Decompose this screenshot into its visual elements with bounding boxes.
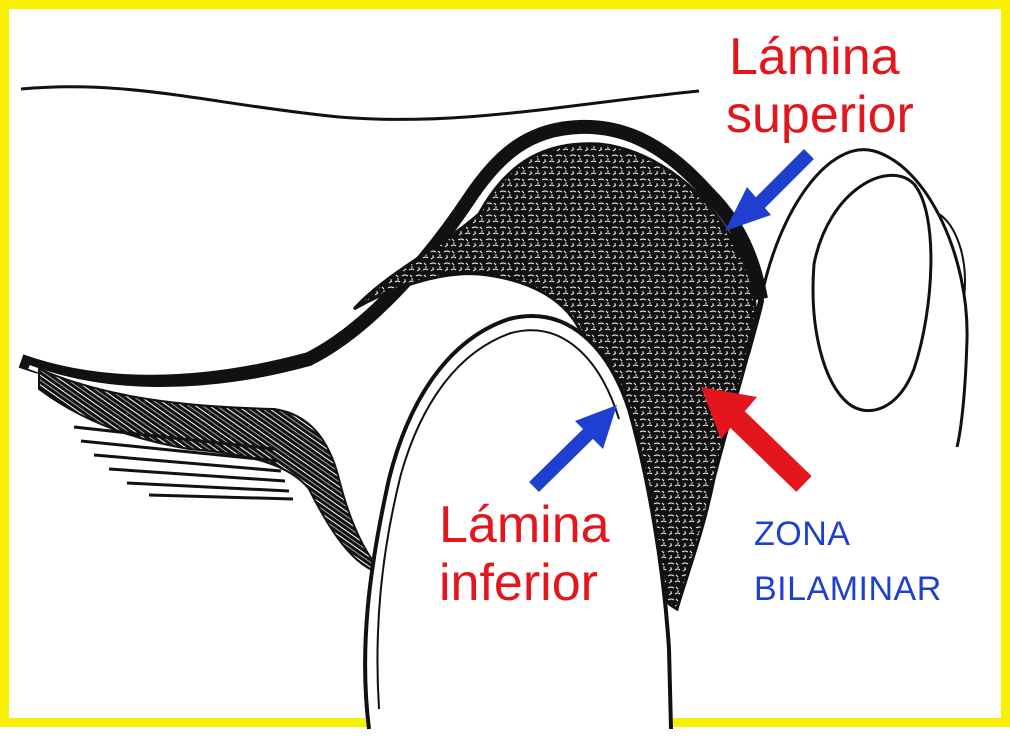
ear-canal-outer [761, 150, 967, 447]
label-lamina-superior-line1: Lámina [729, 31, 900, 83]
skull-outline [21, 87, 699, 120]
anterior-attachment [39, 369, 384, 574]
label-zona-bilaminar-line2: BILAMINAR [754, 572, 942, 606]
label-lamina-inferior-line2: inferior [439, 557, 598, 609]
label-lamina-superior-line2: superior [726, 89, 914, 141]
ear-canal-inner [813, 175, 931, 410]
arrow-lamina-superior [725, 154, 809, 231]
label-zona-bilaminar-line1: ZONA [754, 517, 850, 551]
label-lamina-inferior-line1: Lámina [439, 499, 610, 551]
